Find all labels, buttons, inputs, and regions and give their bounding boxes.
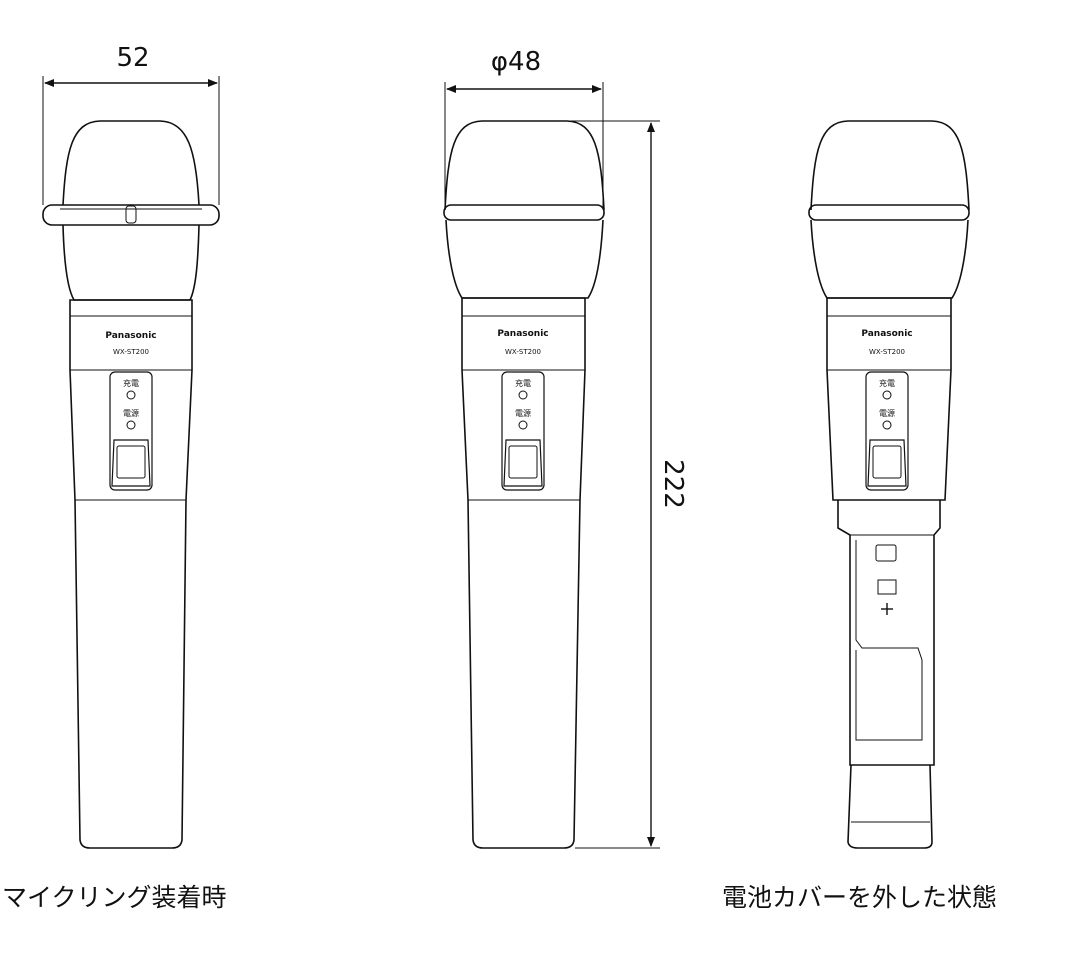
- mic-head: [810, 120, 970, 211]
- caption-left: マイクリング装着時: [2, 883, 227, 912]
- dimension-label-width: 52: [116, 43, 149, 73]
- control-panel: [501, 371, 545, 491]
- microphone-standard: [443, 82, 660, 849]
- microphone-with-ring: [42, 76, 220, 849]
- mic-head: [62, 120, 200, 206]
- microphone-cover-removed: [808, 120, 970, 849]
- indicator-charge-label: 充電: [123, 378, 139, 388]
- mic-ring: [42, 204, 220, 226]
- dimension-label-diameter: φ48: [491, 47, 541, 77]
- model-label: WX-ST200: [505, 348, 541, 356]
- dimension-label-length: 222: [658, 459, 688, 509]
- dimension-width-ring: [42, 76, 220, 205]
- dimension-diameter: [444, 82, 604, 208]
- indicator-power-label: 電源: [515, 409, 531, 418]
- dimension-length: [555, 120, 660, 849]
- brand-label: Panasonic: [497, 329, 548, 339]
- brand-label: Panasonic: [861, 329, 912, 339]
- indicator-power-label: 電源: [123, 409, 139, 418]
- brand-label: Panasonic: [105, 331, 156, 341]
- indicator-charge-label: 充電: [879, 378, 895, 388]
- model-label: WX-ST200: [113, 348, 149, 356]
- model-label: WX-ST200: [869, 348, 905, 356]
- caption-right: 電池カバーを外した状態: [722, 883, 998, 912]
- battery-compartment: [837, 500, 941, 766]
- indicator-power-label: 電源: [879, 409, 895, 418]
- battery-end: [847, 764, 933, 849]
- indicator-charge-label: 充電: [515, 378, 531, 388]
- mic-head: [444, 120, 605, 211]
- control-panel: [865, 371, 909, 491]
- mic-body: [69, 299, 193, 849]
- mic-body: [461, 297, 586, 849]
- control-panel: [109, 371, 153, 491]
